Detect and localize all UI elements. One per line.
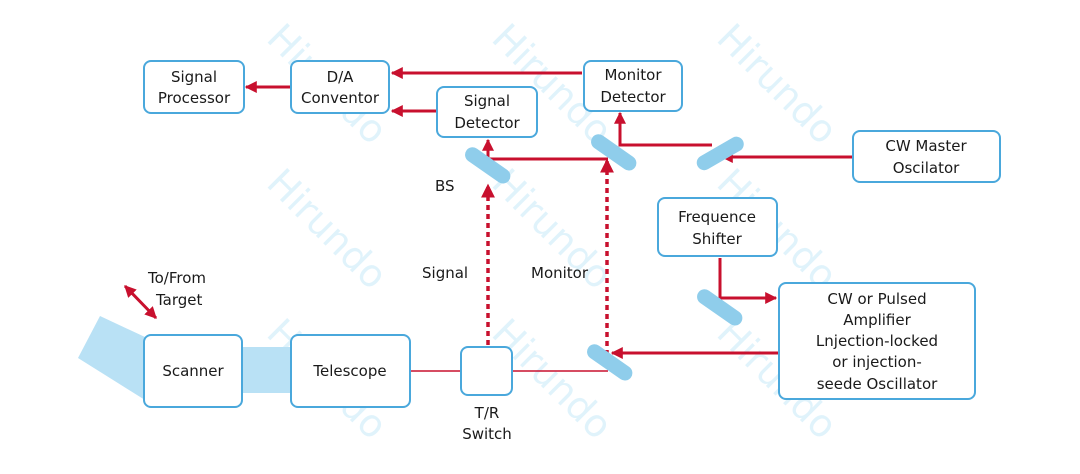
- master-mirror: [696, 136, 744, 171]
- block-signal-detector: Signal Detector: [436, 86, 538, 138]
- to-from-target-arrow: [123, 284, 158, 320]
- block-label: Shifter: [692, 230, 742, 248]
- block-label: Amplifier: [843, 311, 911, 329]
- block-label: or injection-: [832, 353, 922, 371]
- block-label: Oscilator: [893, 159, 960, 177]
- monitor-mirror: [591, 134, 637, 171]
- block-signal-processor: Signal Processor: [143, 60, 245, 114]
- label-to-from: To/From: [147, 269, 206, 287]
- beam-splitter-mirror: [465, 147, 511, 184]
- block-label: Detector: [600, 88, 666, 106]
- block-label: Monitor: [604, 66, 662, 84]
- block-scanner: Scanner: [143, 334, 243, 408]
- block-label: Signal: [464, 92, 510, 110]
- label-switch: Switch: [462, 425, 512, 443]
- block-label: Scanner: [162, 362, 224, 380]
- shifter-mirror: [697, 289, 743, 326]
- beam-shifter-to-amplifier: [718, 258, 778, 304]
- block-label: D/A: [327, 68, 355, 86]
- block-label: Lnjection-locked: [816, 332, 938, 350]
- block-label: CW or Pulsed: [827, 290, 926, 308]
- block-monitor-detector: Monitor Detector: [583, 60, 683, 112]
- watermark: Hirundo: [709, 15, 846, 152]
- label-bs: BS: [435, 177, 455, 195]
- block-label: Conventor: [301, 89, 380, 107]
- block-label: Signal: [171, 68, 217, 86]
- label-target: Target: [155, 291, 203, 309]
- block-da-convertor: D/A Conventor: [290, 60, 390, 114]
- scanner-telescope-light-beam: [240, 347, 292, 393]
- output-light-beam: [78, 316, 145, 400]
- beam-mirror-to-monitor-detector: [614, 111, 712, 147]
- block-telescope: Telescope: [290, 334, 411, 408]
- label-monitor: Monitor: [531, 264, 589, 282]
- amplifier-mirror: [587, 344, 633, 381]
- block-frequence-shifter: Frequence Shifter: [657, 197, 778, 257]
- block-label: Frequence: [678, 208, 756, 226]
- block-tr-switch: [460, 346, 513, 396]
- watermark: Hirundo: [259, 160, 396, 297]
- label-signal: Signal: [422, 264, 468, 282]
- block-label: seede Oscillator: [817, 375, 938, 393]
- block-label: Telescope: [312, 362, 386, 380]
- block-label: Processor: [158, 89, 231, 107]
- block-cw-master-oscillator: CW Master Oscilator: [852, 130, 1001, 183]
- block-label: Detector: [454, 114, 520, 132]
- block-label: CW Master: [885, 137, 967, 155]
- label-tr: T/R: [474, 404, 500, 422]
- block-amplifier: CW or Pulsed Amplifier Lnjection-locked …: [778, 282, 976, 400]
